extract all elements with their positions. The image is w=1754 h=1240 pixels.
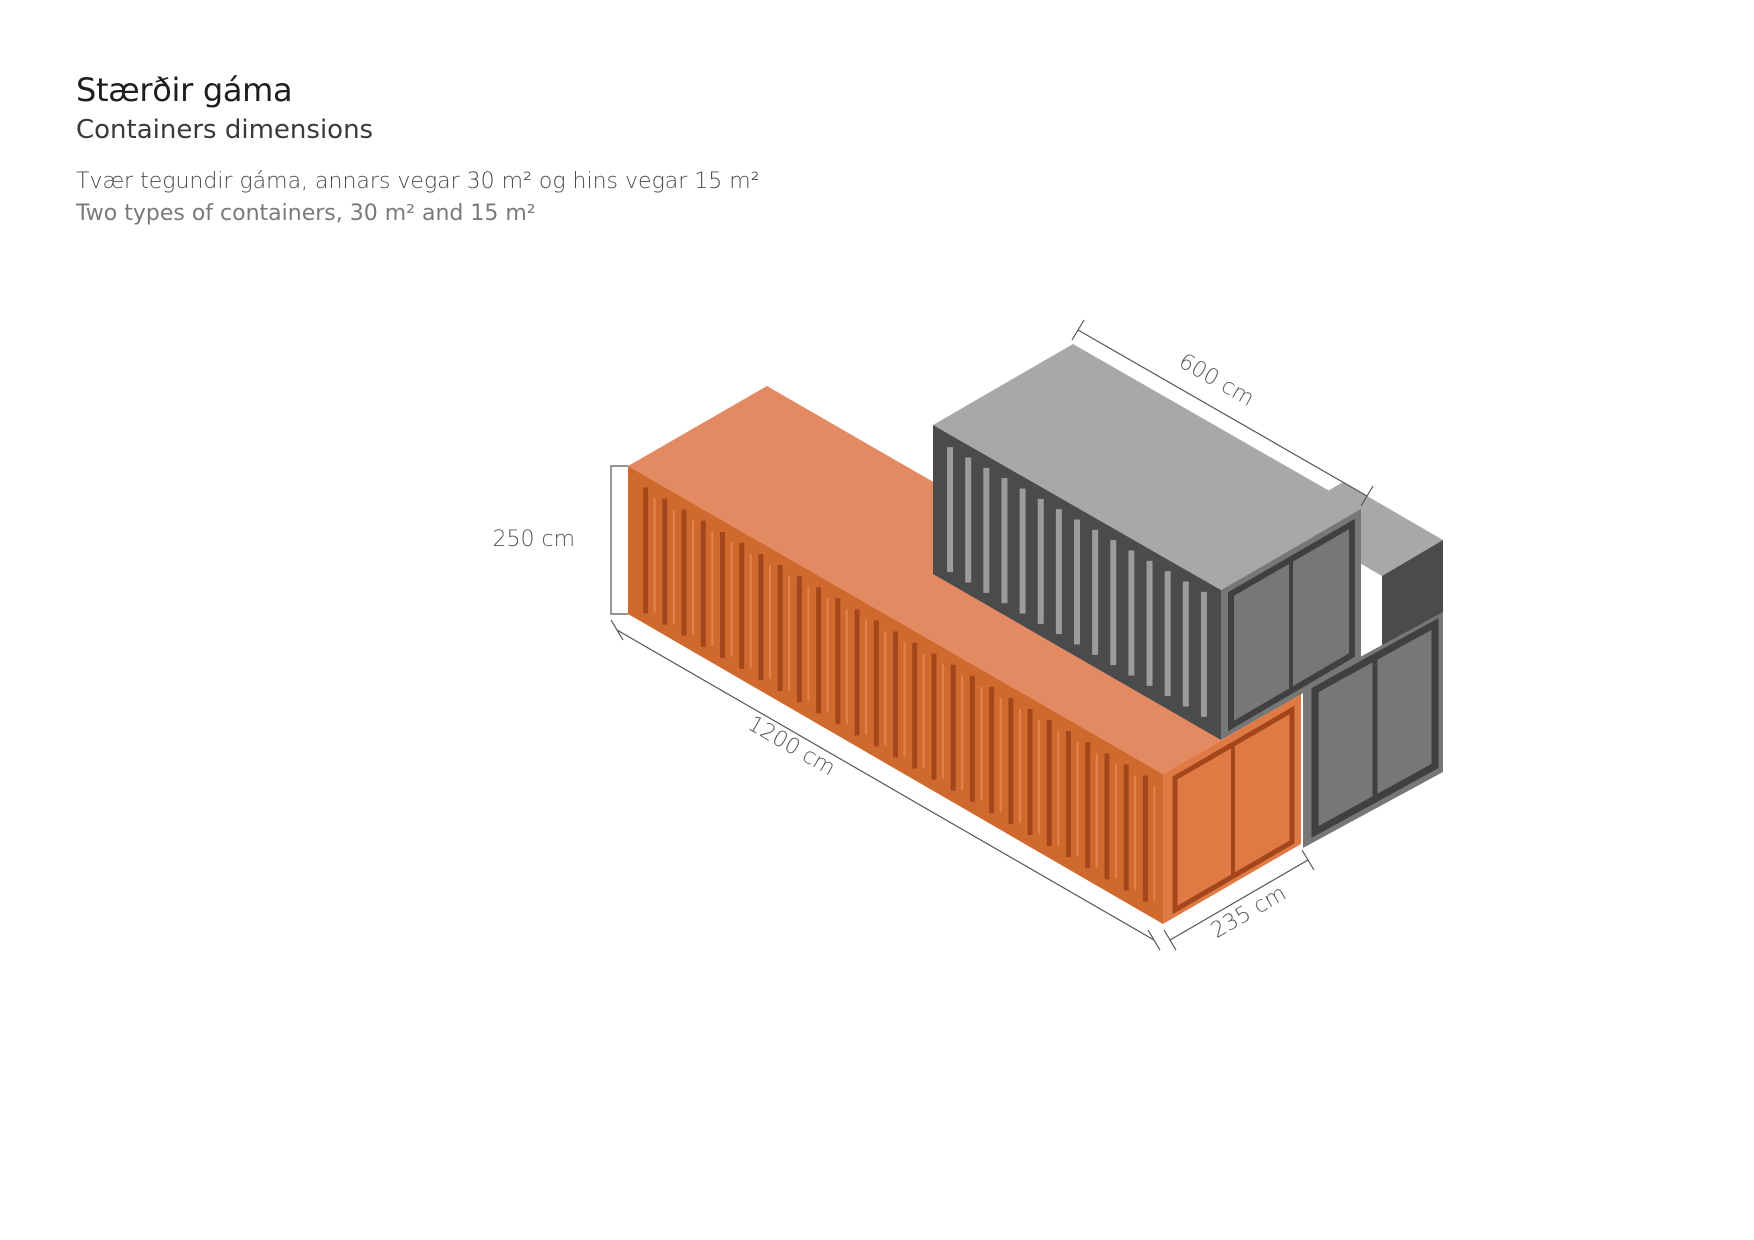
short-length-line bbox=[1077, 329, 1368, 497]
orange-door-frame bbox=[1172, 705, 1295, 915]
page-title: Stærðir gáma bbox=[76, 71, 293, 109]
header: Stærðir gáma Containers dimensions Tvær … bbox=[76, 68, 976, 230]
grey-container-upper bbox=[933, 344, 1361, 740]
orange-corrugation bbox=[643, 487, 1156, 902]
width-tick-b bbox=[1301, 849, 1315, 871]
grey-lower-door-frame bbox=[1311, 618, 1439, 838]
long-length-line bbox=[616, 629, 1155, 941]
short-length-tick-b bbox=[1360, 485, 1374, 507]
description-english: Two types of containers, 30 m² and 15 m² bbox=[76, 201, 536, 226]
grey-upper-door-frame bbox=[1228, 518, 1355, 732]
long-length-tick-b bbox=[1147, 929, 1161, 951]
dimension-lines bbox=[610, 319, 1374, 951]
long-length-tick-a bbox=[610, 619, 624, 641]
description-icelandic: Tvær tegundir gáma, annars vegar 30 m² o… bbox=[76, 169, 760, 194]
grey-upper-top-face bbox=[933, 344, 1361, 590]
height-bracket bbox=[610, 465, 628, 615]
short-length-label: 600 cm bbox=[1174, 349, 1258, 412]
grey-corrugation bbox=[947, 447, 1207, 717]
width-line bbox=[1169, 859, 1309, 941]
page-subtitle: Containers dimensions bbox=[76, 115, 374, 145]
short-length-tick-a bbox=[1071, 319, 1085, 341]
height-label: 250 cm bbox=[492, 527, 575, 552]
width-tick-a bbox=[1163, 929, 1177, 951]
